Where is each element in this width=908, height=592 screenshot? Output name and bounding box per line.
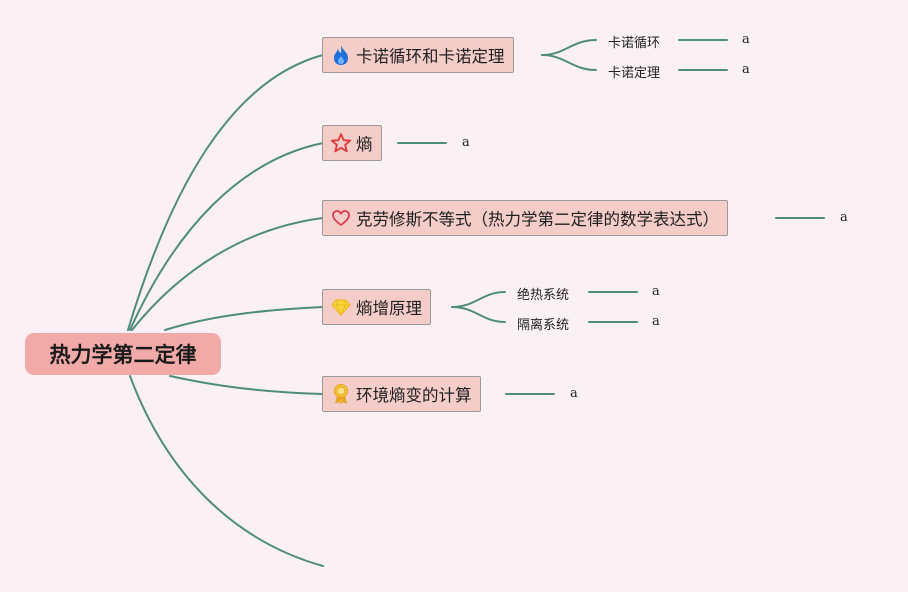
connector-branch-1-sub-1 xyxy=(541,39,597,56)
leaf-value[interactable]: a xyxy=(570,386,578,401)
topic-carnot[interactable]: 卡诺循环和卡诺定理 xyxy=(322,37,514,73)
subtopic-adiabatic-system[interactable]: 绝热系统 xyxy=(517,288,570,303)
topic-label: 熵增原理 xyxy=(356,299,422,318)
subtopic-carnot-cycle[interactable]: 卡诺循环 xyxy=(608,36,661,51)
star-icon xyxy=(329,131,353,155)
subtopic-carnot-theorem[interactable]: 卡诺定理 xyxy=(608,66,661,81)
connector-branch-4-sub-2 xyxy=(451,306,506,323)
leaf-value[interactable]: a xyxy=(462,135,470,150)
root-topic[interactable]: 热力学第二定律 xyxy=(25,333,221,375)
topic-label: 熵 xyxy=(356,135,373,154)
leaf-value[interactable]: a xyxy=(742,62,750,77)
topic-clausius-inequality[interactable]: 克劳修斯不等式（热力学第二定律的数学表达式） xyxy=(322,200,728,236)
fire-icon xyxy=(329,43,353,67)
subtopic-isolated-system[interactable]: 隔离系统 xyxy=(517,318,570,333)
topic-label: 卡诺循环和卡诺定理 xyxy=(356,47,505,66)
medal-icon xyxy=(329,382,353,406)
connector-root-branch-5 xyxy=(169,375,324,395)
topic-environment-entropy[interactable]: 环境熵变的计算 xyxy=(322,376,481,412)
topic-entropy-increase[interactable]: 熵增原理 xyxy=(322,289,431,325)
topic-entropy[interactable]: 熵 xyxy=(322,125,382,161)
leaf-value[interactable]: a xyxy=(652,314,660,329)
heart-icon xyxy=(329,206,353,230)
gem-icon xyxy=(329,295,353,319)
connector-branch-4-sub-1 xyxy=(451,291,506,308)
connector-root-branch-2 xyxy=(129,142,324,331)
topic-label: 环境熵变的计算 xyxy=(356,386,472,405)
leaf-value[interactable]: a xyxy=(742,32,750,47)
connector-branch-1-sub-2 xyxy=(541,54,597,71)
connector-root-branch-3 xyxy=(131,217,324,331)
connector-root-branch-6 xyxy=(129,375,324,567)
topic-label: 克劳修斯不等式（热力学第二定律的数学表达式） xyxy=(356,210,719,229)
leaf-value[interactable]: a xyxy=(652,284,660,299)
connector-root-branch-4 xyxy=(164,306,324,331)
leaf-value[interactable]: a xyxy=(840,210,848,225)
connector-root-branch-1 xyxy=(127,54,324,331)
